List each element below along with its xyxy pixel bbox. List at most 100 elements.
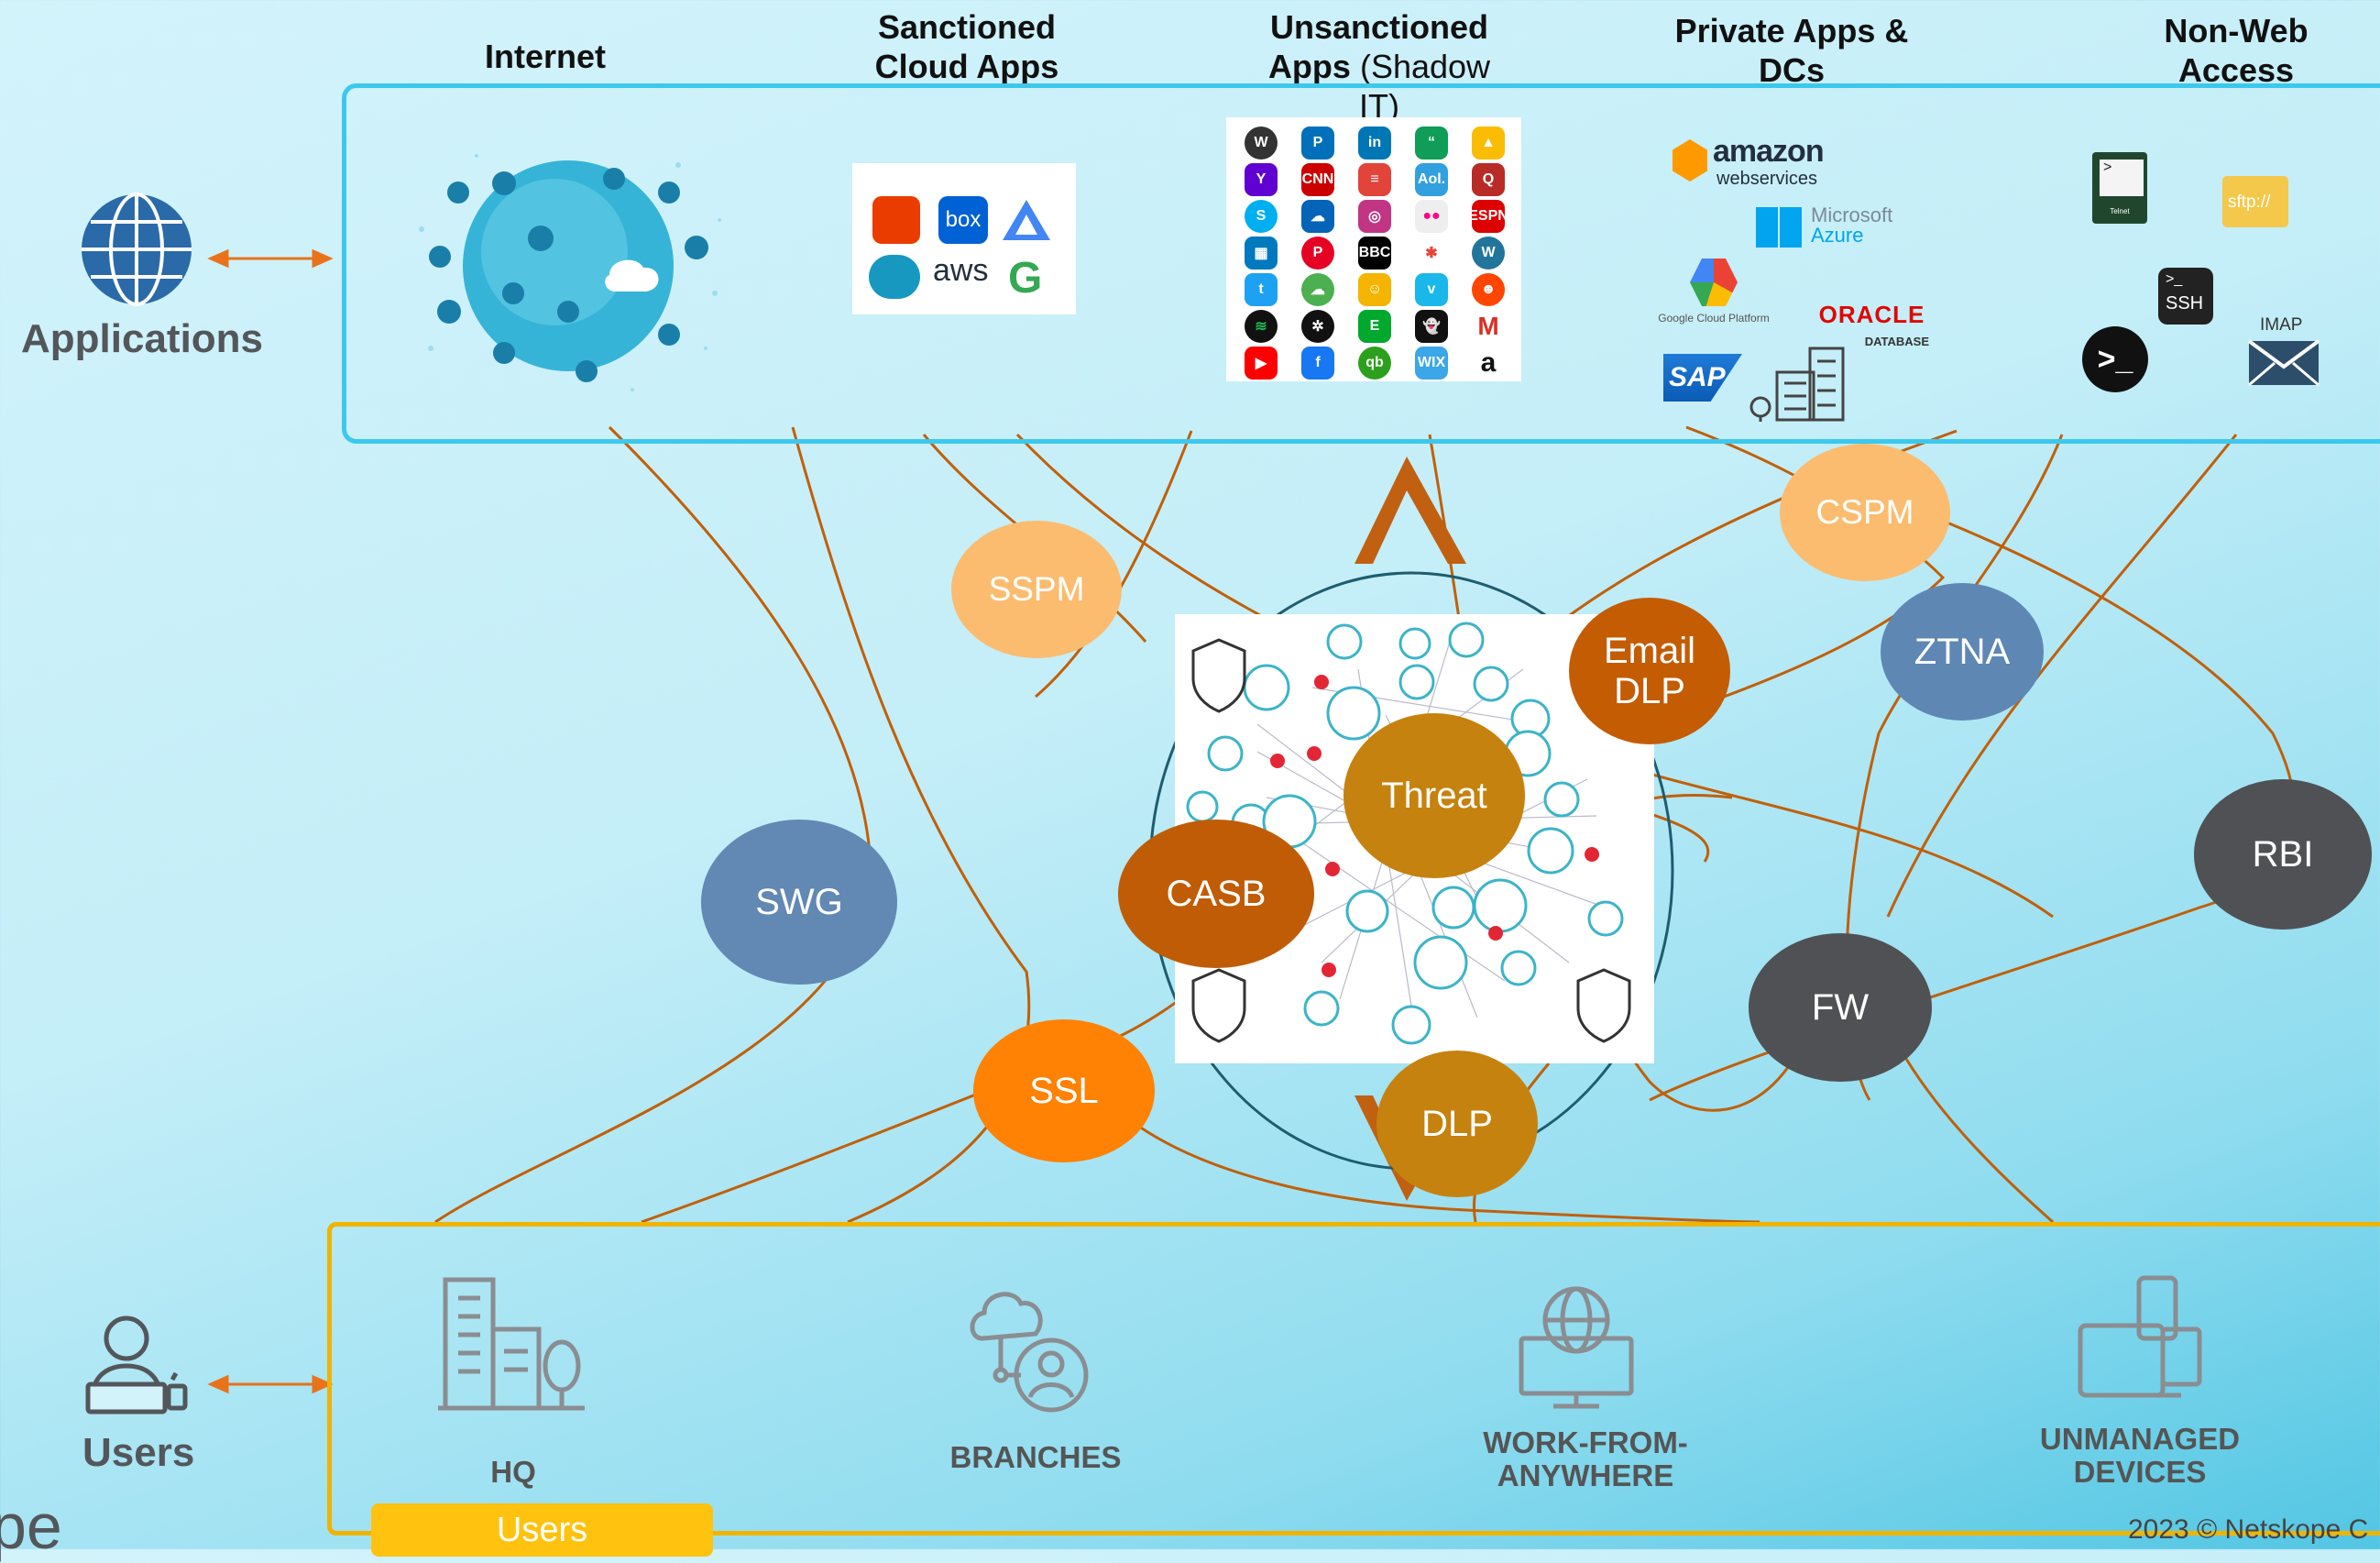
spotify-icon: ≋ bbox=[1245, 310, 1278, 343]
people-icon: ☺ bbox=[1358, 273, 1391, 306]
yelp-icon: ✲ bbox=[1301, 310, 1334, 343]
node-email-dlp: Email DLP bbox=[1569, 598, 1730, 744]
gcp-logo: Google Cloud Platform bbox=[1654, 259, 1773, 325]
windows-icon bbox=[1756, 207, 1802, 248]
header-private: Private Apps & DCs bbox=[1674, 12, 1909, 89]
youtube-icon: ▶ bbox=[1245, 347, 1278, 380]
datacenter-building-icon bbox=[1746, 345, 1847, 422]
copyright: 2023 © Netskope C bbox=[2128, 1514, 2369, 1545]
paypal-icon: P bbox=[1301, 127, 1334, 160]
azure-logo-line1: Microsoft bbox=[1811, 204, 1893, 226]
aol-icon: Aol. bbox=[1415, 163, 1448, 196]
snapchat-icon: 👻 bbox=[1415, 310, 1448, 343]
aws-logo-main: amazon bbox=[1713, 134, 1825, 169]
users-label: Users bbox=[82, 1430, 195, 1475]
trello-icon: ▦ bbox=[1245, 237, 1278, 270]
sanctioned-apps-tile: box aws G bbox=[852, 163, 1076, 314]
flickr-icon: ●● bbox=[1415, 200, 1448, 233]
skype-icon: S bbox=[1245, 200, 1278, 233]
header-unsanctioned-normal: (Shadow IT) bbox=[1359, 48, 1491, 125]
node-fw: FW bbox=[1749, 933, 1932, 1082]
instagram-icon: ◎ bbox=[1358, 200, 1391, 233]
facebook-icon: f bbox=[1301, 347, 1334, 380]
box-icon: box bbox=[938, 196, 988, 244]
globe-icon bbox=[78, 191, 195, 308]
ssh-prompt: >_ bbox=[2166, 271, 2183, 287]
users-pill: Users bbox=[371, 1503, 713, 1557]
oracle-logo-sub: DATABASE bbox=[1864, 335, 1929, 348]
hq-building-icon bbox=[438, 1274, 585, 1412]
espn-icon: ESPN bbox=[1468, 200, 1508, 233]
header-sanctioned: Sanctioned Cloud Apps bbox=[874, 8, 1059, 85]
hangouts-icon: “ bbox=[1415, 127, 1448, 160]
azure-logo-line2: Azure bbox=[1811, 224, 1864, 247]
photos-icon: ✱ bbox=[1415, 237, 1448, 270]
node-ssl: SSL bbox=[973, 1019, 1155, 1162]
users-box bbox=[327, 1222, 2380, 1535]
bbc-icon: BBC bbox=[1358, 237, 1391, 270]
shadow-it-apps-tile: W P in “ ▲ Y CNN ≡ Aol. Q S ☁ ◎ ●● ESPN … bbox=[1226, 117, 1521, 381]
aws-logo-sub: webservices bbox=[1716, 169, 1818, 189]
node-cspm: CSPM bbox=[1780, 444, 1950, 581]
wordpress-icon: W bbox=[1472, 237, 1505, 270]
location-branches: BRANCHES bbox=[949, 1440, 1122, 1474]
node-sspm: SSPM bbox=[951, 521, 1122, 658]
office-icon bbox=[872, 196, 920, 244]
wikipedia-icon: W bbox=[1245, 127, 1278, 160]
gcp-hex-icon bbox=[1690, 259, 1738, 306]
branches-cloud-user-icon bbox=[964, 1283, 1097, 1416]
node-swg: SWG bbox=[701, 820, 897, 985]
onedrive-icon: ☁ bbox=[1301, 200, 1334, 233]
sftp-label: sftp:// bbox=[2228, 193, 2271, 212]
location-hq: HQ bbox=[490, 1455, 536, 1489]
header-nonweb: Non-Web Access bbox=[2164, 12, 2309, 89]
quickbooks-icon: qb bbox=[1358, 347, 1391, 380]
mail-envelope-icon bbox=[2247, 339, 2320, 387]
google-workspace-icon bbox=[999, 196, 1054, 244]
stack-icon: ≡ bbox=[1358, 163, 1391, 196]
sap-logo: SAP bbox=[1663, 354, 1742, 402]
work-from-anywhere-icon bbox=[1517, 1283, 1636, 1412]
oracle-logo-text: ORACLE bbox=[1818, 301, 1925, 328]
reddit-icon: ☻ bbox=[1472, 273, 1505, 306]
ssh-label: SSH bbox=[2166, 293, 2204, 314]
internet-globe-icon bbox=[403, 138, 733, 403]
unmanaged-devices-icon bbox=[2073, 1274, 2206, 1403]
telnet-icon: > Telnet bbox=[2092, 152, 2147, 224]
header-unsanctioned: Unsanctioned Apps (Shadow IT) bbox=[1251, 7, 1508, 126]
wix-icon: WIX bbox=[1415, 347, 1448, 380]
aws-icon: aws bbox=[933, 253, 989, 288]
google-icon: G bbox=[1008, 254, 1043, 303]
header-unsanctioned-bold: Unsanctioned Apps bbox=[1267, 8, 1489, 85]
node-ztna: ZTNA bbox=[1881, 583, 2044, 721]
amazon-icon: a bbox=[1472, 347, 1505, 380]
quora-icon: Q bbox=[1472, 163, 1505, 196]
yahoo-icon: Y bbox=[1245, 163, 1278, 196]
gmail-icon: M bbox=[1472, 310, 1505, 343]
applications-box bbox=[342, 83, 2380, 444]
node-rbi: RBI bbox=[2194, 779, 2372, 930]
pinterest-icon: P bbox=[1301, 237, 1334, 270]
location-work-from-anywhere: WORK-FROM-ANYWHERE bbox=[1483, 1425, 1688, 1492]
cnn-icon: CNN bbox=[1301, 163, 1334, 196]
ssh-icon: >_ SSH bbox=[2158, 268, 2213, 325]
salesforce-icon bbox=[869, 255, 920, 299]
node-threat: Threat bbox=[1344, 713, 1525, 878]
applications-label: Applications bbox=[21, 316, 264, 361]
sftp-folder-icon: sftp:// bbox=[2222, 176, 2288, 227]
node-casb: CASB bbox=[1118, 820, 1314, 968]
imap-label: IMAP bbox=[2260, 315, 2303, 335]
cloud-app-icon: ☁ bbox=[1301, 273, 1334, 306]
evernote-icon: E bbox=[1358, 310, 1391, 343]
vimeo-icon: v bbox=[1415, 273, 1448, 306]
drive-icon: ▲ bbox=[1472, 127, 1505, 160]
linkedin-icon: in bbox=[1358, 127, 1391, 160]
header-internet: Internet bbox=[484, 38, 606, 75]
gcp-logo-text: Google Cloud Platform bbox=[1658, 312, 1770, 325]
node-dlp: DLP bbox=[1376, 1051, 1538, 1197]
aws-cubes-icon bbox=[1673, 139, 1707, 182]
telnet-label: Telnet bbox=[2110, 207, 2130, 215]
brand-fragment: pe bbox=[0, 1491, 62, 1562]
twitter-icon: t bbox=[1245, 273, 1278, 306]
telnet-screen: > bbox=[2100, 160, 2144, 196]
